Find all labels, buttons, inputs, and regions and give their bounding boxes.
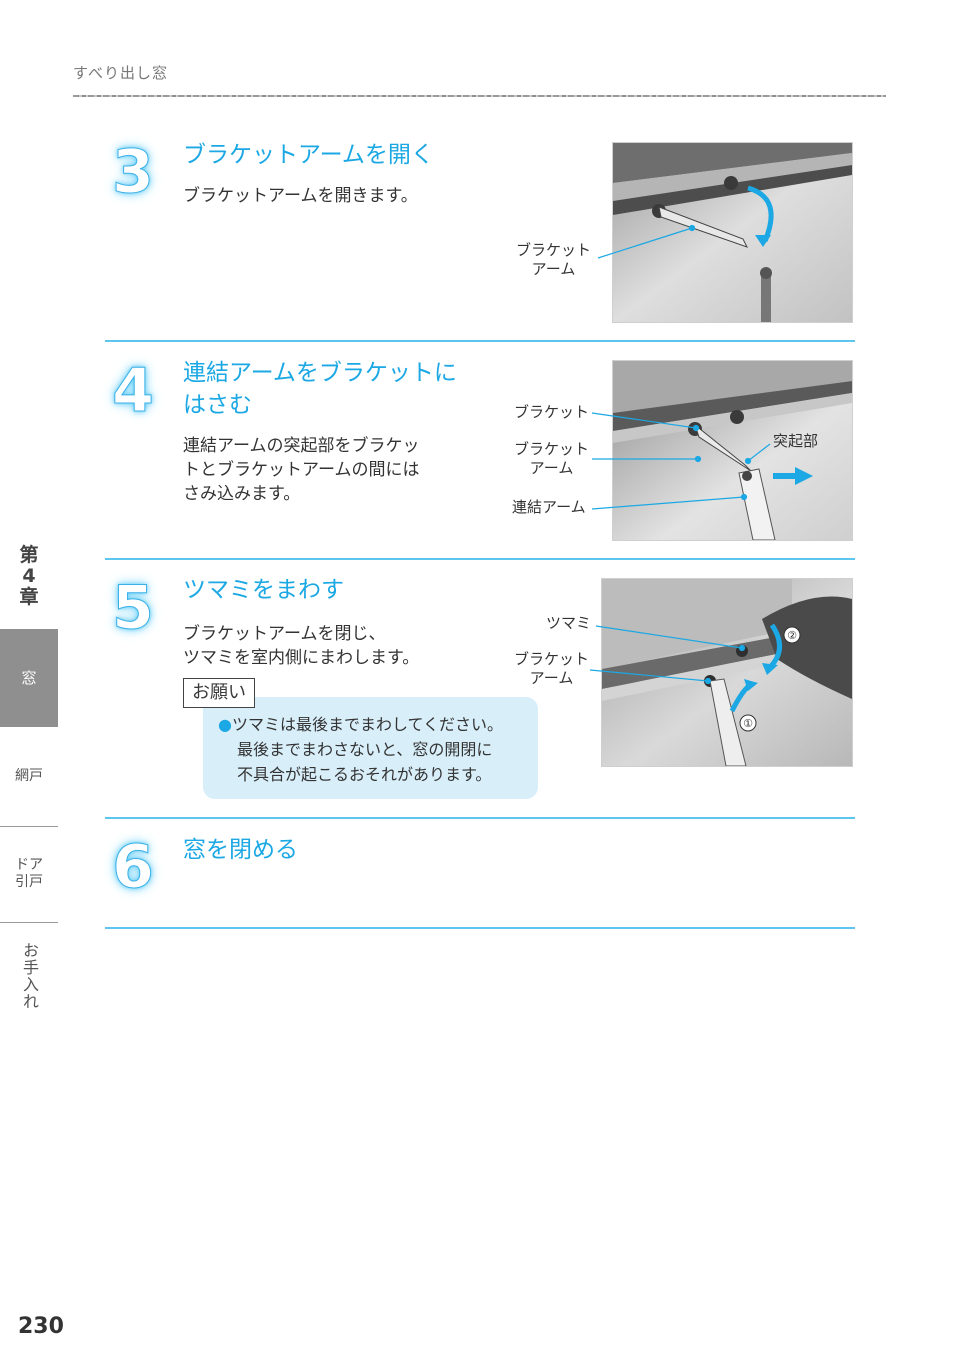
side-tab-window[interactable]: 窓 [0,629,58,727]
step-title-6: 窓を閉める [183,837,298,863]
photo-step-5: ② ① [601,578,853,767]
divider-2 [105,558,855,560]
side-tab-door[interactable]: ドア 引戸 [15,857,43,890]
step-body-4-line2: トとブラケットアームの間には [183,460,420,480]
step-title-4-line2: はさむ [183,392,252,418]
callout-label-protrusion-4: 突起部 [773,432,819,450]
section-header: すべり出し窓 [73,64,168,82]
note-line-2: 最後までまわさないと、窓の開閉に [237,740,493,759]
side-rule-1 [0,826,58,827]
step-body-5-line1: ブラケットアームを閉じ、 [183,624,386,644]
chapter-label-line1: 第 [19,544,39,566]
side-rule-2 [0,922,58,923]
chapter-label-line3: 章 [19,586,39,608]
marker-2: ② [787,629,797,642]
divider-1 [105,340,855,342]
photo-step-4 [612,360,853,541]
note-line-1: ●ツマミは最後までまわしてください。 [218,712,503,737]
step-number-6: 6 [112,832,155,902]
chapter-label-number: 4 [22,565,36,587]
callout-label-bracket-arm-3: ブラケット アーム [516,241,592,278]
callout-label-bracket-arm-5: ブラケット アーム [514,650,590,687]
page-number: 230 [18,1314,64,1339]
note-panel [203,697,538,799]
callout-label-bracket-4: ブラケット [514,403,590,421]
step-title-5: ツマミをまわす [183,577,344,603]
callout-label-bracket-arm-4: ブラケット アーム [514,440,590,477]
note-text: ●ツマミは最後までまわしてください。 最後までまわさないと、窓の開閉に 不具合が… [218,712,503,787]
callout-label-knob-5: ツマミ [546,614,592,632]
step-number-4: 4 [112,356,155,426]
marker-1: ① [743,717,753,730]
note-line-3: 不具合が起こるおそれがあります。 [237,765,492,784]
step-body-3: ブラケットアームを開きます。 [183,186,418,206]
step-body-4-line3: さみ込みます。 [183,484,301,504]
step-title-4-line1: 連結アームをブラケットに [183,360,457,386]
callout-label-connecting-arm-4: 連結アーム [512,498,586,516]
side-tab-maintenance[interactable]: お手入れ [0,942,58,1014]
note-line-1-text: ツマミは最後までまわしてください。 [231,715,504,734]
step-body-4-line1: 連結アームの突起部をブラケッ [183,436,420,456]
note-heading: お願い [183,678,255,708]
step-title-3: ブラケットアームを開く [183,142,434,168]
note-bullet: ● [218,715,232,734]
chapter-label: 第 4 章 [0,545,58,608]
photo-step-3 [612,142,853,323]
step-number-5: 5 [112,573,155,643]
header-rule [73,95,886,97]
side-tab-screen[interactable]: 網戸 [15,768,43,784]
divider-3 [105,817,855,819]
side-tab-window-label: 窓 [21,669,37,687]
step-body-5-line2: ツマミを室内側にまわします。 [183,648,420,668]
divider-4 [105,927,855,929]
step-number-3: 3 [112,137,155,207]
side-tab-maintenance-label: お手入れ [20,942,39,1010]
